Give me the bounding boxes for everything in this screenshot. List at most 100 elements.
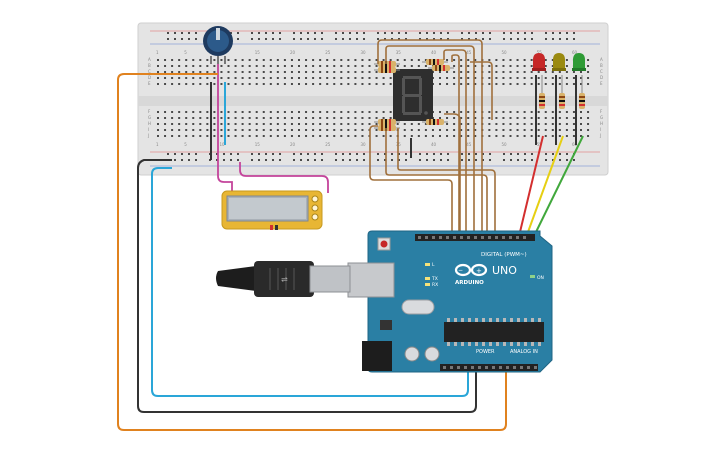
lcd-magenta-wires[interactable] (217, 64, 329, 193)
led-yellow[interactable] (552, 53, 566, 71)
header-pin[interactable] (418, 236, 421, 239)
breadboard-column-number: 50 (501, 142, 507, 147)
header-pin[interactable] (481, 236, 484, 239)
rail-hole (321, 38, 323, 40)
potentiometer[interactable] (203, 26, 233, 64)
breadboard-hole (580, 71, 582, 73)
red-led-wire[interactable] (519, 135, 544, 233)
rail-hole (349, 32, 351, 34)
breadboard-hole (495, 65, 498, 67)
arduino-uno[interactable]: − + UNO ARDUINO DIGITAL (PWM~) POWER ANA… (347, 230, 553, 373)
header-pin[interactable] (520, 366, 523, 369)
header-pin[interactable] (453, 236, 456, 239)
breadboard-hole (453, 117, 456, 119)
breadboard-hole (516, 123, 519, 125)
breadboard-hole (558, 111, 561, 113)
header-pin[interactable] (499, 366, 502, 369)
header-pin[interactable] (527, 366, 530, 369)
breadboard-hole (305, 135, 308, 137)
header-pin[interactable] (443, 366, 446, 369)
breadboard[interactable]: 1155101015152020252530303535404045455050… (137, 22, 609, 176)
header-pin[interactable] (439, 236, 442, 239)
breadboard-hole (467, 123, 470, 125)
breadboard-hole (580, 123, 582, 125)
rail-hole (503, 159, 505, 161)
breadboard-hole (551, 123, 554, 125)
breadboard-hole (460, 123, 463, 125)
header-pin[interactable] (467, 236, 470, 239)
power-jack[interactable] (362, 341, 392, 371)
breadboard-hole (354, 129, 357, 131)
breadboard-hole (587, 83, 590, 85)
header-pin[interactable] (495, 236, 498, 239)
lcd-module[interactable] (221, 190, 323, 230)
resistor[interactable] (374, 67, 400, 73)
rail-hole (482, 159, 484, 161)
breadboard-hole (255, 123, 258, 125)
breadboard-hole (340, 129, 343, 131)
breadboard-hole (474, 59, 477, 61)
header-pin[interactable] (450, 366, 453, 369)
digital-pin-header[interactable] (418, 236, 537, 369)
header-pin[interactable] (509, 236, 512, 239)
led-green[interactable] (572, 53, 586, 71)
breadboard-hole (199, 123, 202, 125)
blue-wire[interactable] (151, 167, 469, 397)
breadboard-hole (290, 83, 293, 85)
breadboard-hole (544, 59, 547, 61)
rail-hole (181, 32, 183, 34)
resistor[interactable] (422, 59, 448, 65)
header-pin[interactable] (474, 236, 477, 239)
breadboard-row-letter: E (148, 81, 151, 86)
yellow-led-wire[interactable] (527, 135, 564, 233)
header-pin[interactable] (502, 236, 505, 239)
breadboard-hole (255, 59, 258, 61)
breadboard-hole (474, 71, 477, 73)
header-pin[interactable] (516, 236, 519, 239)
header-pin[interactable] (488, 236, 491, 239)
breadboard-hole (375, 129, 378, 131)
resistor[interactable] (428, 65, 454, 71)
orange-wire[interactable] (117, 73, 507, 431)
led-resistors[interactable] (539, 75, 585, 109)
led-red[interactable] (532, 53, 546, 71)
display-wires[interactable] (369, 39, 496, 235)
breadboard-hole (164, 77, 167, 79)
header-pin[interactable] (523, 236, 526, 239)
chip-legs (447, 318, 541, 346)
seven-segment-display[interactable] (393, 69, 433, 121)
breadboard-hole (185, 83, 188, 85)
header-pin[interactable] (471, 366, 474, 369)
header-pin[interactable] (432, 236, 435, 239)
breadboard-hole (530, 71, 533, 73)
breadboard-hole (417, 123, 420, 125)
resistors[interactable] (374, 59, 454, 131)
rail-hole (335, 32, 337, 34)
header-pin[interactable] (425, 236, 428, 239)
usb-cable[interactable]: ⇌ (216, 261, 351, 297)
header-pin[interactable] (446, 236, 449, 239)
resistor[interactable] (422, 119, 448, 125)
header-pin[interactable] (534, 366, 537, 369)
header-pin[interactable] (460, 236, 463, 239)
usb-port[interactable] (347, 262, 395, 298)
rail-hole (573, 38, 575, 40)
rail-hole (552, 38, 554, 40)
header-pin[interactable] (464, 366, 467, 369)
header-pin[interactable] (492, 366, 495, 369)
rail-hole (517, 159, 519, 161)
header-pin[interactable] (506, 366, 509, 369)
header-pin[interactable] (457, 366, 460, 369)
breadboard-hole (234, 77, 237, 79)
black-wire[interactable] (137, 159, 477, 413)
resistor[interactable] (374, 119, 400, 125)
breadboard-hole (220, 111, 223, 113)
header-pin[interactable] (485, 366, 488, 369)
green-led-wire[interactable] (535, 135, 584, 233)
svg-text:+: + (476, 267, 482, 275)
breadboard-hole (495, 83, 498, 85)
breadboard-hole (220, 59, 223, 61)
breadboard-hole (298, 117, 300, 119)
header-pin[interactable] (513, 366, 516, 369)
header-pin[interactable] (478, 366, 481, 369)
